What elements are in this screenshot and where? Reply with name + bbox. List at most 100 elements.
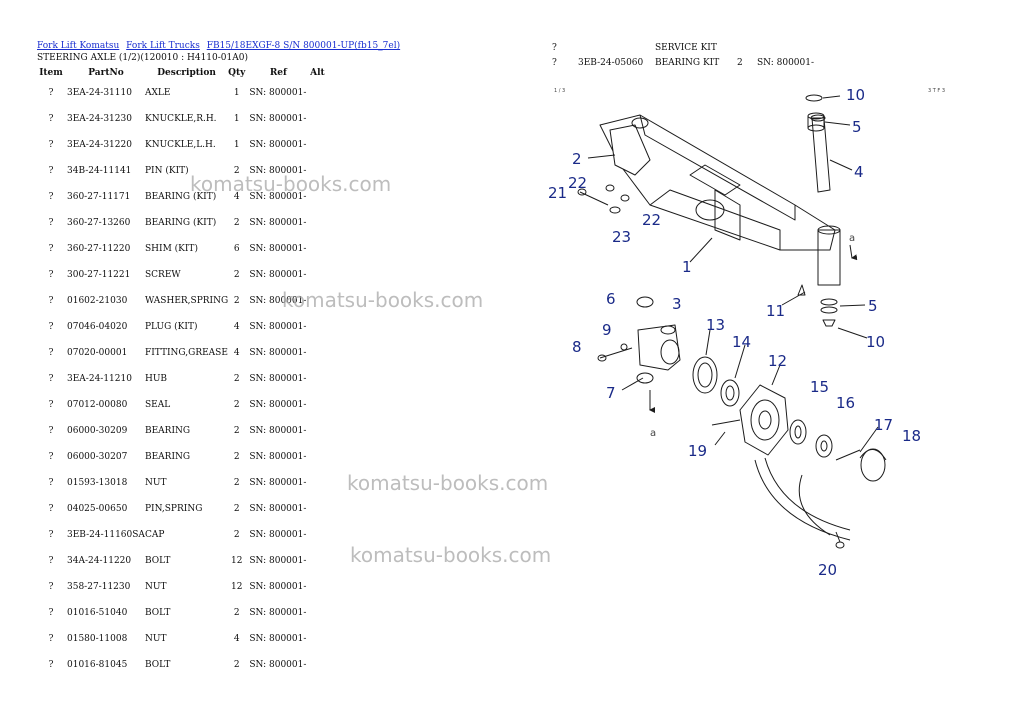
cell-item: ? xyxy=(48,582,54,592)
cell-description: AXLE xyxy=(145,88,171,98)
cell-partno: 3EA-24-31230 xyxy=(67,114,132,124)
cell-description: SHIM (KIT) xyxy=(145,244,198,254)
cell-ref: SN: 800001- xyxy=(249,270,307,280)
cell-item: ? xyxy=(48,374,54,384)
cell-partno: 06000-30209 xyxy=(67,426,128,436)
cell-alt xyxy=(307,574,327,600)
diagram-callout: 5 xyxy=(852,118,862,136)
cell-qty: 2 xyxy=(233,504,240,514)
cell-alt xyxy=(307,548,327,574)
cell-qty: 1 xyxy=(233,88,240,98)
diagram-corner-label-left: 1 / 3 xyxy=(554,88,565,94)
cell-description: BEARING xyxy=(145,452,191,462)
cell-ref: SN: 800001- xyxy=(249,114,307,124)
breadcrumb-link-brand[interactable]: Fork Lift Komatsu xyxy=(37,41,120,51)
cell-description: PIN (KIT) xyxy=(145,166,189,176)
cell-qty: 1 xyxy=(233,114,240,124)
cell-item: ? xyxy=(48,296,54,306)
service-kit-table: ? SERVICE KIT ? 3EB-24-05060 BEARING KIT… xyxy=(552,40,817,70)
header-alt: Alt xyxy=(310,68,325,78)
cell-description: KNUCKLE,L.H. xyxy=(145,140,216,150)
cell-ref: SN: 800001- xyxy=(249,244,307,254)
cell-ref: SN: 800001- xyxy=(249,348,307,358)
cell-item: ? xyxy=(48,166,54,176)
cell-alt xyxy=(307,314,327,340)
cell-description: PIN,SPRING xyxy=(145,504,203,514)
cell-qty: 6 xyxy=(233,244,240,254)
cell-ref: SN: 800001- xyxy=(249,218,307,228)
cell-qty: 4 xyxy=(233,322,240,332)
cell-ref: SN: 800001- xyxy=(249,634,307,644)
cell-alt xyxy=(307,418,327,444)
cell-qty: 12 xyxy=(231,582,243,592)
diagram-callout: 22 xyxy=(642,211,661,229)
cell-qty: 4 xyxy=(233,192,240,202)
cell-item: ? xyxy=(48,556,54,566)
diagram-callout: 1 xyxy=(682,258,692,276)
cell-partno: 07046-04020 xyxy=(67,322,128,332)
cell-item: ? xyxy=(48,140,54,150)
cell-qty: 2 xyxy=(233,270,240,280)
breadcrumb-link-category[interactable]: Fork Lift Trucks xyxy=(126,41,200,51)
cell-description: NUT xyxy=(145,634,167,644)
breadcrumb-link-model[interactable]: FB15/18EXGF-8 S/N 800001-UP(fb15_7el) xyxy=(206,41,401,51)
cell-description: BOLT xyxy=(145,556,171,566)
cell-item: ? xyxy=(48,114,54,124)
cell-qty: 2 xyxy=(233,660,240,670)
cell-qty: 2 xyxy=(233,426,240,436)
diagram-callout: 3 xyxy=(672,295,682,313)
diagram-callout: 4 xyxy=(854,163,864,181)
diagram-callout: 9 xyxy=(602,321,612,339)
cell-alt xyxy=(307,340,327,366)
cell-ref: SN: 800001- xyxy=(249,660,307,670)
cell-ref: SN: 800001- xyxy=(249,452,307,462)
cell-alt xyxy=(307,444,327,470)
watermark: komatsu-books.com xyxy=(350,543,552,567)
cell-description: BEARING (KIT) xyxy=(145,218,217,228)
cell-ref: SN: 800001- xyxy=(249,296,307,306)
cell-description: KNUCKLE,R.H. xyxy=(145,114,217,124)
cell-description: HUB xyxy=(145,374,168,384)
cell-description: BEARING (KIT) xyxy=(145,192,217,202)
diagram-callout: 23 xyxy=(612,228,631,246)
watermark: komatsu-books.com xyxy=(347,471,549,495)
header-qty: Qty xyxy=(228,68,246,78)
cell-ref: SN: 800001- xyxy=(249,426,307,436)
cell-alt xyxy=(307,132,327,158)
page-title: STEERING AXLE (1/2)(120010 : H4110-01A0) xyxy=(37,53,248,63)
cell-item: ? xyxy=(48,192,54,202)
cell-alt xyxy=(307,470,327,496)
cell-qty: 2 xyxy=(233,400,240,410)
diagram-callout: 16 xyxy=(836,394,855,412)
cell-alt xyxy=(307,288,327,314)
cell-item: ? xyxy=(48,530,54,540)
cell-qty: 4 xyxy=(233,634,240,644)
diagram-callout: 19 xyxy=(688,442,707,460)
cell-partno: 01016-81045 xyxy=(67,660,128,670)
diagram-callout: 21 xyxy=(548,184,567,202)
diagram-corner-label-right: 3 T F 3 xyxy=(928,88,945,94)
table-header-row: Item PartNo Description Qty Ref Alt xyxy=(37,66,327,80)
cell-alt xyxy=(307,496,327,522)
cell-description: WASHER,SPRING xyxy=(145,296,229,306)
diagram-callout: 12 xyxy=(768,352,787,370)
cell-item: ? xyxy=(48,608,54,618)
diagram-callout: a xyxy=(650,428,656,439)
cell-alt xyxy=(307,600,327,626)
cell-alt xyxy=(307,262,327,288)
cell-alt xyxy=(307,236,327,262)
cell-partno: 34B-24-11141 xyxy=(67,166,132,176)
table-row: ? 3EA-24-31230 KNUCKLE,R.H. 1 SN: 800001- xyxy=(37,106,327,132)
